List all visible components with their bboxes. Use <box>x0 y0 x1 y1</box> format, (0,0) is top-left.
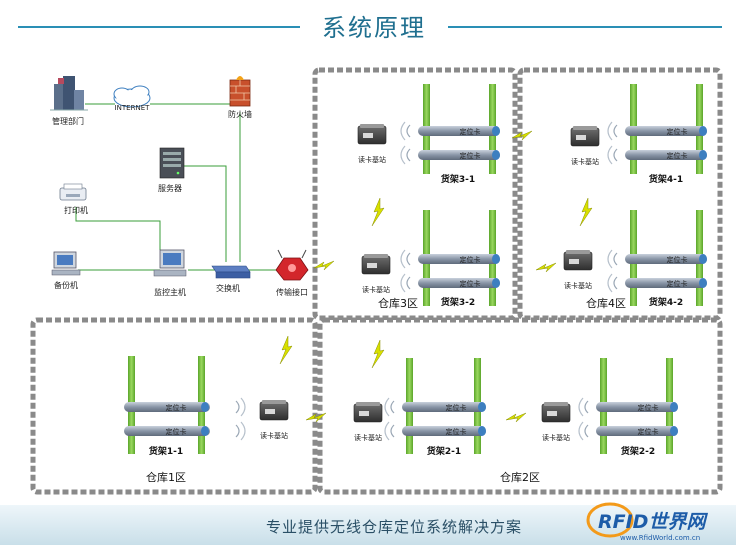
shelf-2-1-label: 货架2-1 <box>427 445 461 457</box>
zone-2-frame <box>317 317 723 495</box>
page-title: 系统原理 <box>322 14 426 42</box>
server-icon <box>159 147 185 179</box>
shelf-3-1 <box>418 84 500 174</box>
firewall-icon <box>229 76 251 107</box>
reader-label: 读卡基站 <box>358 155 386 164</box>
logo-text: RFID世界网 <box>598 511 708 533</box>
zone-4-label: 仓库4区 <box>586 296 626 310</box>
lightning-icon <box>505 412 527 423</box>
shelf-2-2-label: 货架2-2 <box>621 445 655 457</box>
tag-label: 定位卡 <box>166 403 187 412</box>
gateway-icon <box>275 249 309 281</box>
internet-label: INTERNET <box>115 104 151 112</box>
server-label: 服务器 <box>158 183 182 193</box>
tag-label: 定位卡 <box>460 151 481 160</box>
tag-label: 定位卡 <box>460 255 481 264</box>
lightning-icon <box>535 262 557 273</box>
shelf-3-2 <box>418 210 500 306</box>
printer-label: 打印机 <box>64 205 88 215</box>
lightning-icon <box>579 197 593 227</box>
reader-icon <box>357 123 387 145</box>
monitor-host-icon <box>153 249 187 277</box>
tag-label: 定位卡 <box>667 127 688 136</box>
tag-label: 定位卡 <box>638 403 659 412</box>
shelf-3-2-label: 货架3-2 <box>441 296 475 308</box>
zone-3-label: 仓库3区 <box>378 296 418 310</box>
zone-1-label: 仓库1区 <box>146 470 186 484</box>
wireless-links <box>279 130 593 423</box>
tag-label: 定位卡 <box>166 427 187 436</box>
shelf-4-1-label: 货架4-1 <box>649 173 683 185</box>
reader-label: 读卡基站 <box>564 281 592 290</box>
footer-band <box>0 505 736 545</box>
cloud-icon <box>113 85 151 108</box>
shelf-2-1 <box>402 358 486 454</box>
reader-label: 读卡基站 <box>571 157 599 166</box>
reader-icon <box>353 401 383 423</box>
lightning-icon <box>371 339 385 369</box>
shelf-4-2-label: 货架4-2 <box>649 296 683 308</box>
reader-label: 读卡基站 <box>354 433 382 442</box>
reader-label: 读卡基站 <box>260 431 288 440</box>
shelf-2-2 <box>596 358 678 454</box>
reader-icon <box>361 253 391 275</box>
lightning-icon <box>279 335 293 365</box>
reader-label: 读卡基站 <box>542 433 570 442</box>
shelf-1-1 <box>124 356 210 454</box>
footer-slogan: 专业提供无线仓库定位系统解决方案 <box>266 518 522 536</box>
lightning-icon <box>511 130 533 141</box>
reader-icon <box>541 401 571 423</box>
firewall-label: 防火墙 <box>228 109 252 119</box>
lightning-icon <box>305 412 327 423</box>
monitor-label: 监控主机 <box>154 287 186 297</box>
tag-label: 定位卡 <box>460 279 481 288</box>
rfid-logo-icon <box>586 502 634 538</box>
network-connectors <box>75 103 278 271</box>
switch-icon <box>211 265 251 279</box>
backup-computer-icon <box>51 251 81 276</box>
tag-label: 定位卡 <box>446 427 467 436</box>
reader-label: 读卡基站 <box>362 285 390 294</box>
gateway-label: 传输接口 <box>276 287 308 297</box>
printer-icon <box>59 183 87 201</box>
logo-url: www.RfidWorld.com.cn <box>620 534 700 542</box>
building-icon <box>50 76 88 111</box>
tag-label: 定位卡 <box>667 279 688 288</box>
backup-label: 备份机 <box>54 280 78 290</box>
tag-label: 定位卡 <box>446 403 467 412</box>
shelf-3-1-label: 货架3-1 <box>441 173 475 185</box>
shelf-1-1-label: 货架1-1 <box>149 445 183 457</box>
management-label: 管理部门 <box>52 116 84 126</box>
tag-label: 定位卡 <box>667 255 688 264</box>
switch-label: 交换机 <box>216 283 240 293</box>
zone-2-label: 仓库2区 <box>500 470 540 484</box>
shelf-4-2 <box>625 210 707 306</box>
lightning-icon <box>371 197 385 227</box>
reader-icon <box>259 399 289 421</box>
tag-label: 定位卡 <box>460 127 481 136</box>
tag-label: 定位卡 <box>638 427 659 436</box>
shelf-4-1 <box>625 84 707 174</box>
reader-icon <box>570 125 600 147</box>
tag-label: 定位卡 <box>667 151 688 160</box>
reader-icon <box>563 249 593 271</box>
lightning-icon <box>313 260 335 271</box>
